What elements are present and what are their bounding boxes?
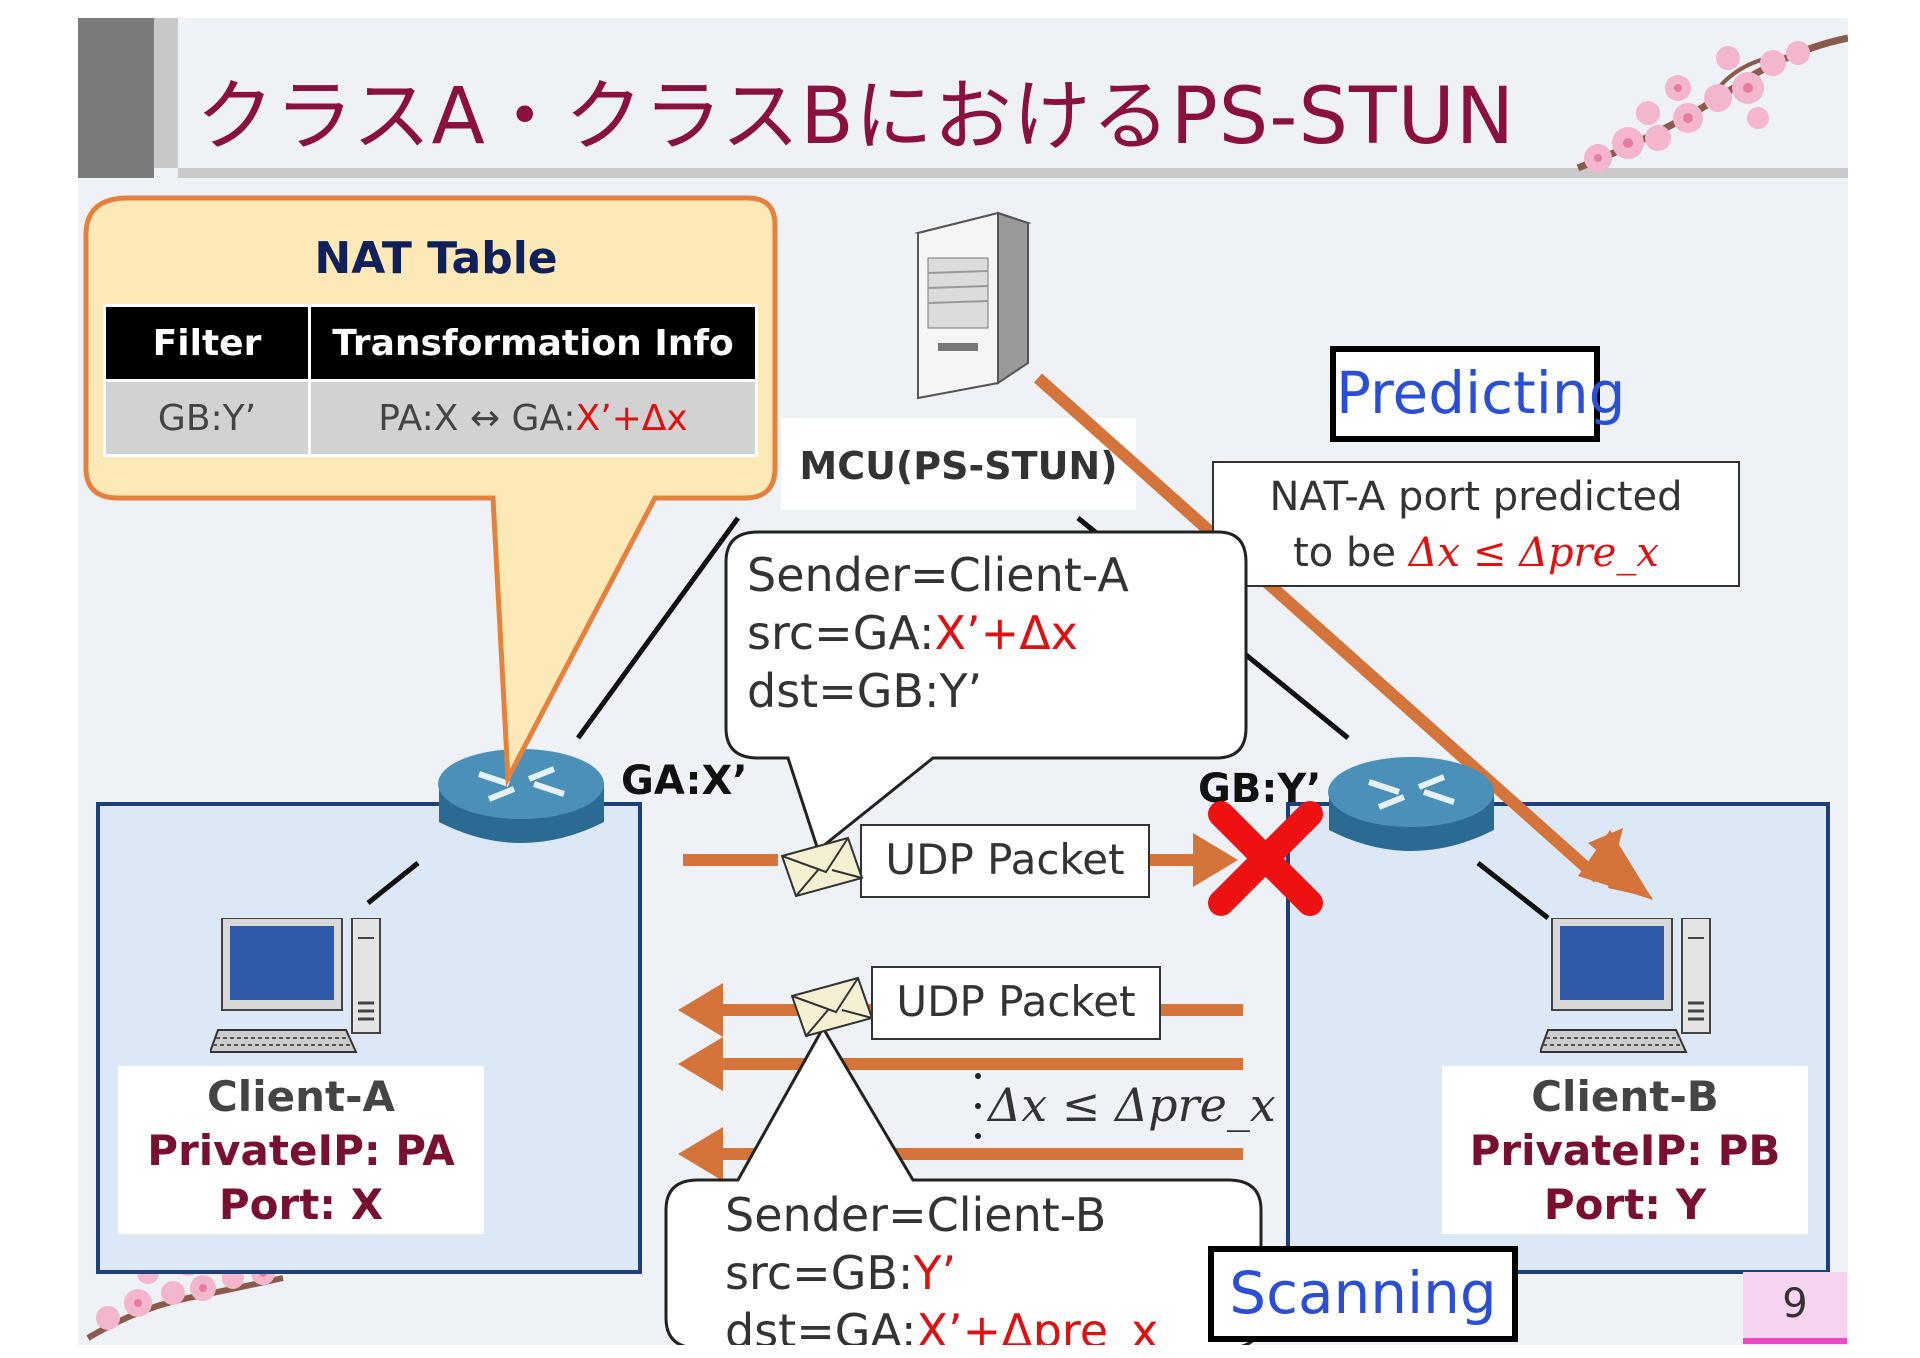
nat-table-header-row: Filter Transformation Info xyxy=(103,304,758,382)
router-icon xyxy=(1328,757,1494,851)
bottom-callout-dst-prefix: dst=GA: xyxy=(725,1304,917,1345)
predicting-stage-label: Predicting xyxy=(1330,346,1625,442)
bottom-callout-text: Sender=Client-B src=GB:Y’ dst=GA:X’+Δpre… xyxy=(725,1186,1158,1345)
client-b-ip: PrivateIP: PB xyxy=(1469,1126,1781,1175)
top-callout-sender: Sender=Client-A xyxy=(747,548,1129,602)
nat-table-title: NAT Table xyxy=(314,233,558,284)
prediction-line2-prefix: to be xyxy=(1293,530,1409,576)
bottom-callout-dst: dst=GA:X’+Δpre_x xyxy=(725,1302,1158,1345)
desktop-computer-icon xyxy=(1540,918,1711,1053)
bottom-callout-dst-port: X’+Δpre_x xyxy=(916,1304,1159,1345)
block-x-icon xyxy=(1208,801,1323,916)
bottom-callout-src: src=GB:Y’ xyxy=(725,1244,1158,1302)
title-underline xyxy=(178,168,1848,178)
nat-table-header-filter: Filter xyxy=(103,304,311,382)
router-icon xyxy=(438,749,604,843)
client-b-port: Port: Y xyxy=(1543,1180,1707,1229)
nat-transform-port: X’+Δx xyxy=(575,397,688,439)
prediction-box: NAT-A port predicted to be Δx ≤ Δpre_x xyxy=(1212,461,1740,587)
nat-table-filter-cell: GB:Y’ xyxy=(103,379,311,457)
server-icon xyxy=(914,211,1032,400)
client-b-label-box: Client-B PrivateIP: PB Port: Y xyxy=(1442,1066,1808,1234)
slide: クラスA・クラスBにおけるPS-STUN xyxy=(78,18,1848,1345)
top-callout-src: src=GA:X’+Δx xyxy=(747,604,1129,662)
nat-table-transformation-cell: PA:X ↔ GA:X’+Δx xyxy=(308,379,758,457)
table-row: GB:Y’ PA:X ↔ GA:X’+Δx xyxy=(103,379,758,457)
bottom-callout-sender: Sender=Client-B xyxy=(725,1188,1107,1242)
prediction-line1: NAT-A port predicted xyxy=(1269,474,1683,520)
bottom-callout-src-port: Y’ xyxy=(913,1246,957,1300)
envelope-icon xyxy=(780,836,864,898)
top-callout-src-prefix: src=GA: xyxy=(747,606,935,660)
title-accent-light xyxy=(154,18,178,168)
bottom-callout-src-prefix: src=GB: xyxy=(725,1246,914,1300)
nat-table-header-transformation: Transformation Info xyxy=(308,304,758,382)
mcu-label-box: MCU(PS-STUN) xyxy=(781,418,1136,510)
client-a-label-box: Client-A PrivateIP: PA Port: X xyxy=(118,1066,484,1234)
client-a-port: Port: X xyxy=(218,1180,384,1229)
desktop-computer-icon xyxy=(210,918,381,1053)
top-callout-dst: dst=GB:Y’ xyxy=(747,664,983,718)
mcu-label: MCU(PS-STUN) xyxy=(799,444,1118,488)
slide-title: クラスA・クラスBにおけるPS-STUN xyxy=(196,72,1516,162)
cherry-blossom-icon xyxy=(1576,34,1848,172)
udp-packet-top-label: UDP Packet xyxy=(860,824,1150,898)
prediction-range: Δx ≤ Δpre_x xyxy=(1408,530,1659,576)
client-a-name: Client-A xyxy=(206,1072,395,1121)
client-b-name: Client-B xyxy=(1531,1072,1719,1121)
scanning-stage-label: Scanning xyxy=(1208,1246,1518,1342)
udp-packet-bottom-label: UDP Packet xyxy=(871,966,1161,1040)
nat-transform-prefix: PA:X ↔ GA: xyxy=(378,397,576,439)
envelope-icon xyxy=(790,976,874,1038)
nat-table: Filter Transformation Info GB:Y’ PA:X ↔ … xyxy=(103,304,758,457)
client-a-ip: PrivateIP: PA xyxy=(147,1126,455,1175)
gateway-a-label: GA:X’ xyxy=(621,758,748,804)
top-callout-bubble xyxy=(724,530,1248,853)
predicting-arrow xyxy=(1034,373,1653,900)
bottom-callout-bubble xyxy=(664,1024,1263,1345)
page-number: 9 xyxy=(1743,1272,1847,1344)
scan-range-label: Δx ≤ Δpre_x xyxy=(988,1078,1276,1132)
top-callout-src-port: X’+Δx xyxy=(934,606,1078,660)
prediction-line2: to be Δx ≤ Δpre_x xyxy=(1214,525,1738,581)
title-accent-dark xyxy=(78,18,154,178)
top-callout-text: Sender=Client-A src=GA:X’+Δx dst=GB:Y’ xyxy=(747,546,1129,720)
